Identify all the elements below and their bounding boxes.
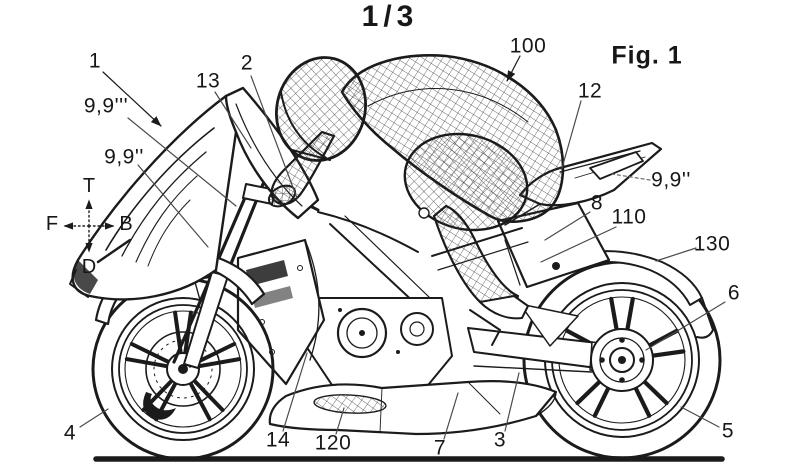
ref-label-9-9pp-left: 9,9'' [104,145,144,169]
figure-caption: Fig. 1 [611,41,683,70]
ref-label-110: 110 [611,205,647,229]
rider-boot [479,295,529,320]
license-plate-bracket [496,201,611,289]
brake-caliper [143,392,176,420]
direction-compass [63,199,115,253]
ref-label-9-9ppp: 9,9''' [83,94,129,118]
ref-label-3: 3 [493,428,507,452]
compass-back-label: B [119,213,133,235]
ref-label-130: 130 [693,232,731,256]
ref-label-1: 1 [88,49,102,73]
headlight-slit [96,238,132,264]
ref-label-14: 14 [265,428,291,452]
ref-label-6: 6 [727,281,741,305]
frame [317,211,529,346]
front-wheel [91,277,275,461]
ref-label-12: 12 [577,79,603,103]
sheet-number: 1/3 [361,0,419,33]
brake-disc [145,331,221,407]
ref-label-7: 7 [433,436,447,460]
rear-hub [590,328,654,392]
ref-label-2: 2 [240,51,254,75]
compass-top-label: T [82,175,96,197]
ref-label-4: 4 [63,421,77,445]
rider [267,54,565,320]
ref-label-13: 13 [195,69,221,93]
engine [305,297,453,391]
ref-label-100: 100 [509,34,547,58]
belly-pan-exhaust [128,264,558,436]
ref-label-120: 120 [314,431,352,455]
leader-lines [79,55,726,440]
ref-label-9-9pp-right: 9,9'' [651,168,691,192]
ref-label-8: 8 [590,191,604,215]
compass-front-label: F [45,213,59,235]
compass-bottom-label: D [81,256,97,278]
tail-winglet [589,151,644,180]
ref-label-5: 5 [721,419,735,443]
